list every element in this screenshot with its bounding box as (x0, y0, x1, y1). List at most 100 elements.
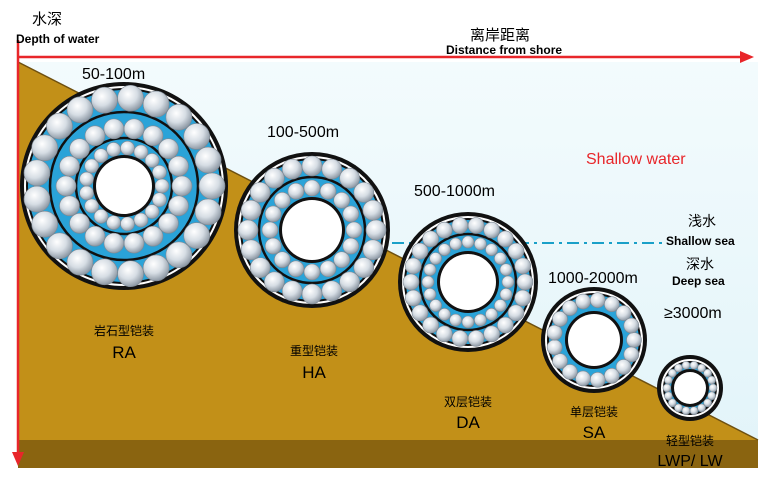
distance-axis-arrow (740, 51, 754, 63)
armor-wire (674, 403, 683, 413)
armor-wire (117, 260, 144, 288)
seabed-shadow (18, 440, 758, 468)
armor-wire (674, 363, 683, 373)
cable-sa-depth: 1000-2000m (548, 270, 638, 287)
armor-wire (562, 364, 578, 380)
armor-wire (507, 242, 525, 260)
cable-ha-depth: 100-500m (267, 124, 339, 141)
armor-wire (303, 179, 321, 197)
armor-wire (411, 304, 429, 322)
cable-sa-code: SA (583, 423, 606, 442)
cable-ha-name-cn: 重型铠装 (290, 343, 338, 358)
armor-wire (689, 406, 699, 415)
armor-wire (249, 257, 271, 278)
armor-wire (59, 155, 80, 177)
armor-wire (183, 222, 211, 249)
deep-sea-label-en: Deep sea (672, 274, 725, 288)
armor-wire (69, 212, 90, 234)
armor-wire (333, 251, 351, 269)
deep-sea-label-cn: 深水 (686, 257, 714, 273)
armor-wire (93, 148, 109, 163)
armor-wire (264, 271, 285, 293)
armor-wire (423, 263, 437, 276)
armor-wire (703, 398, 712, 408)
armor-wire (339, 271, 360, 293)
armor-wire (84, 198, 99, 214)
armor-wire (345, 221, 363, 239)
armor-wire (339, 167, 360, 189)
armor-wire (31, 134, 59, 162)
armor-wire (365, 219, 387, 241)
armor-wire (697, 403, 706, 413)
armor-wire (237, 219, 259, 241)
armor-wire (79, 185, 94, 201)
armor-wire (467, 217, 485, 234)
armor-wire (626, 332, 642, 348)
armor-wire (194, 146, 222, 174)
armor-wire (240, 239, 262, 261)
armor-wire (79, 171, 94, 187)
armor-wire (319, 260, 337, 278)
armor-wire (485, 308, 498, 321)
armor-wire (66, 96, 94, 124)
armor-wire (668, 368, 677, 378)
cable-ra-cross-section (20, 82, 228, 290)
armor-wire (342, 237, 360, 255)
armor-wire (120, 140, 135, 156)
armor-wire (362, 199, 384, 221)
cable-lw-cross-section (657, 355, 723, 421)
armor-wire (273, 251, 291, 269)
armor-wire (436, 325, 453, 343)
armor-wire (411, 242, 429, 260)
cable-lw-depth: ≥3000m (664, 305, 722, 322)
armor-wire (301, 283, 323, 305)
armor-wire (467, 330, 485, 347)
armor-wire (133, 144, 149, 160)
armor-wire (707, 391, 716, 401)
armor-wire (516, 273, 534, 291)
armor-wire (708, 383, 718, 393)
armor-wire (31, 210, 59, 238)
armor-wire (261, 221, 279, 239)
armor-wire (333, 192, 351, 209)
armor-wire (552, 311, 568, 327)
cable-da-name-cn: 双层铠装 (444, 394, 492, 409)
armor-wire (483, 221, 500, 239)
cable-da-depth: 500-1000m (414, 183, 495, 200)
armor-wire (154, 178, 170, 194)
armor-wire (438, 243, 451, 256)
armor-wire (194, 198, 222, 226)
armor-wire (59, 195, 80, 217)
armor-wire (507, 304, 525, 322)
armor-wire (287, 260, 305, 278)
armor-wire (461, 315, 475, 329)
armor-wire (421, 275, 435, 289)
armor-wire (165, 103, 193, 131)
cable-cross-sections (20, 82, 723, 421)
armor-wire (264, 237, 282, 255)
armor-wire (423, 288, 437, 301)
armor-wire (144, 153, 160, 168)
armor-wire (562, 300, 578, 316)
armor-wire (142, 90, 170, 118)
core (440, 254, 496, 310)
armor-wire (494, 299, 507, 312)
armor-wire (497, 316, 514, 334)
armor-wire (91, 258, 118, 286)
armor-wire (106, 142, 121, 157)
armor-wire (438, 308, 451, 321)
armor-wire (589, 372, 606, 388)
cable-ha-code: HA (302, 363, 326, 382)
armor-wire (474, 237, 487, 251)
core (674, 372, 706, 404)
armor-wire (353, 182, 375, 203)
armor-wire (451, 217, 469, 234)
layer-separator (257, 175, 367, 285)
armor-wire (546, 339, 563, 356)
armor-wire (106, 215, 121, 230)
cable-da-code: DA (456, 413, 480, 432)
armor-wire (321, 280, 343, 302)
armor-wire (84, 158, 99, 174)
